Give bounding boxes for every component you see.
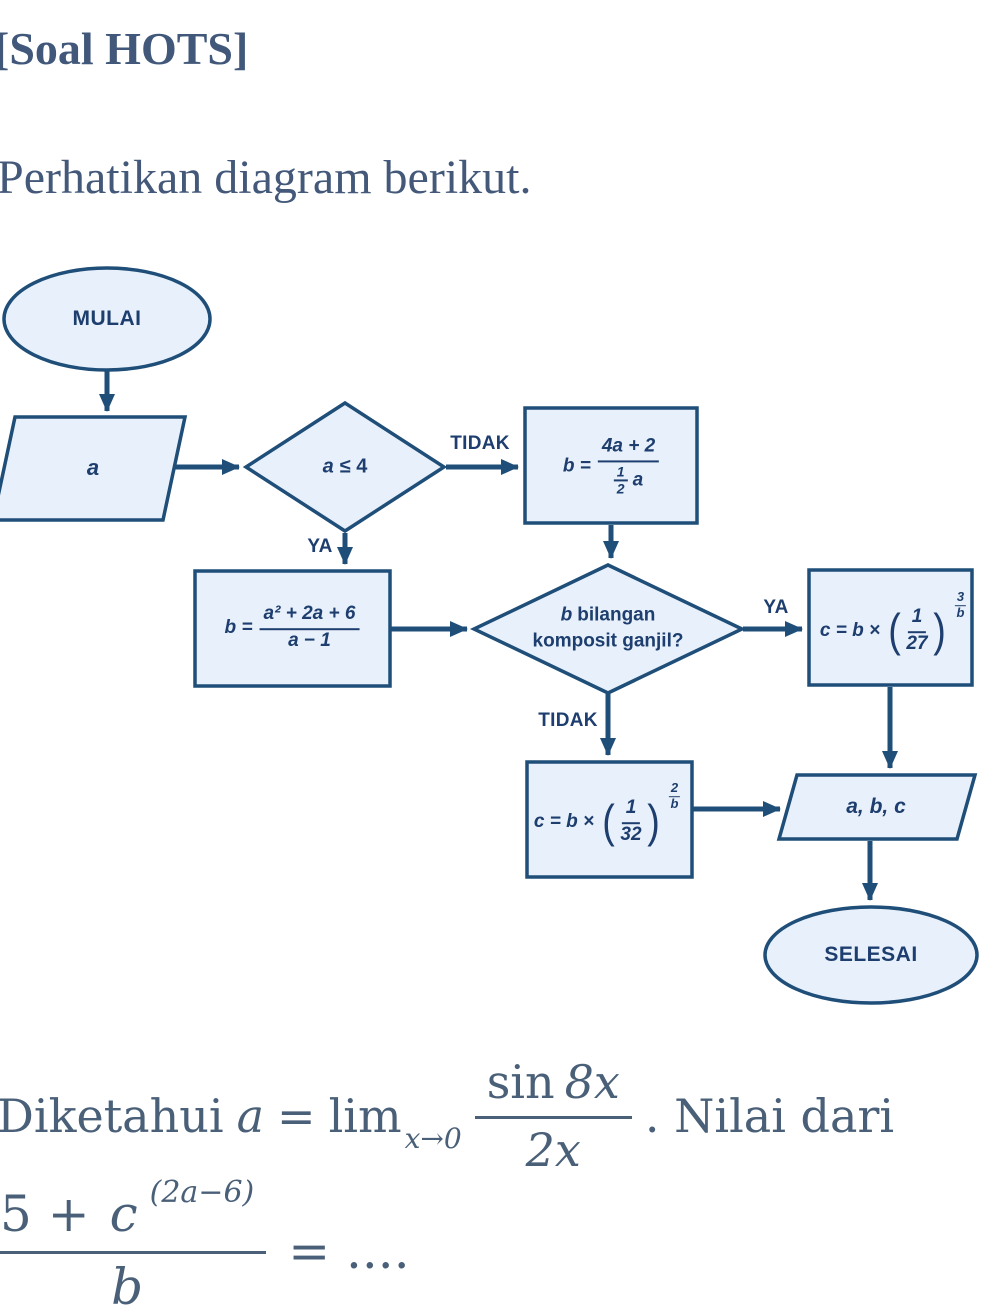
decision2-var: b [560,604,573,626]
output-node-label: a, b, c [846,795,906,818]
close-paren: ) [646,795,660,848]
branch-no-label-1: TIDAK [450,433,510,454]
sin-fraction: sin 8x 2x [474,1055,632,1177]
question-lead: Diketahui [0,1089,224,1144]
formula-b-no-lhs: b = [562,454,591,476]
value-denominator: b [111,1257,144,1306]
base-denominator: 27 [906,633,928,654]
exp-numerator: 3 [954,589,967,606]
end-node-shape [763,905,979,1005]
sin-fraction-denominator: 2x [525,1122,581,1177]
formula-c-yes-lhs: c = b × [819,620,881,641]
formula-b-yes: b = a² + 2a + 6 a − 1 [225,603,360,653]
process-c-no-node-shape [525,760,694,879]
decision1-var: a [322,455,334,478]
formula-c-yes: c = b × ( 1 27 ) 3 b [819,589,967,657]
question-line-2: 5 + c (2a−6) b = .... [0,1175,410,1306]
formula-b-no: b = 4a + 2 1 2 a [562,435,660,497]
decision2-line1: bilangan [577,604,656,626]
sin-arg: 8x [564,1055,620,1109]
page-title: [Soal HOTS] [0,23,249,74]
value-num-var: c [109,1185,138,1243]
start-node-shape [2,266,212,372]
half-fraction: 1 2 [613,464,628,497]
question-equals: = [277,1089,316,1144]
value-exponent: (2a−6) [149,1175,255,1210]
question-line-1: Diketahui a = lim x→0 sin 8x 2x . Nilai … [0,1056,894,1177]
branch-no-label-2: TIDAK [538,710,598,731]
exp-numerator: 2 [668,780,681,797]
base-denominator: 32 [620,824,642,845]
branch-yes-label-2: YA [763,597,789,618]
decision1-label: a ≤ 4 [323,456,368,479]
formula-c-no-base-fraction: 1 32 [620,797,641,847]
decision1-node-shape [242,400,448,534]
value-num-head: 5 + [0,1185,90,1243]
decision1-op: ≤ 4 [339,455,368,478]
formula-b-no-fraction: 4a + 2 1 2 a [597,435,660,497]
formula-b-yes-denominator: a − 1 [288,630,331,651]
process-b-no-node-shape [523,406,699,525]
decision2-line2: komposit ganjil? [532,630,684,651]
decision2-label: b bilangan komposit ganjil? [533,602,684,653]
question-result: = .... [288,1222,410,1280]
decision2-node-shape [469,563,747,695]
lim-word: lim [328,1089,402,1144]
open-paren: ( [888,604,902,657]
formula-b-no-den-var: a [632,468,644,490]
base-numerator: 1 [621,797,641,824]
question-after-fraction: . Nilai dari [644,1089,895,1144]
formula-b-yes-lhs: b = [224,617,253,638]
start-node-label: MULAI [72,307,142,330]
formula-c-no: c = b × ( 1 32 ) 2 b [533,780,681,848]
exp-denominator: b [956,605,965,620]
input-node-label: a [86,455,100,480]
open-paren: ( [602,795,616,848]
formula-b-yes-fraction: a² + 2a + 6 a − 1 [259,603,360,653]
exp-denominator: b [670,796,679,811]
formula-b-no-denominator: 1 2 a [613,462,644,497]
limit-expression: lim x→0 [328,1089,462,1155]
formula-c-no-lhs: c = b × [533,811,595,832]
end-node-label: SELESAI [824,943,918,966]
formula-c-no-exponent: 2 b [668,780,681,812]
input-node-shape [0,415,188,522]
base-numerator: 1 [907,606,927,633]
branch-yes-label-1: YA [307,536,333,557]
formula-b-no-numerator: 4a + 2 [597,435,660,463]
lim-subscript: x→0 [404,1122,462,1156]
formula-c-yes-exponent: 3 b [954,589,967,621]
intro-text: Perhatikan diagram berikut. [0,151,532,204]
formula-b-yes-numerator: a² + 2a + 6 [259,603,360,630]
half-numerator: 1 [613,464,628,482]
output-node-shape [776,773,978,841]
value-fraction: 5 + c (2a−6) b [0,1175,267,1306]
formula-c-yes-base-fraction: 1 27 [906,606,927,656]
half-denominator: 2 [616,480,625,497]
process-c-yes-node-shape [807,568,974,687]
sin-fn: sin [486,1055,555,1109]
question-var-a: a [236,1089,265,1144]
close-paren: ) [932,604,946,657]
